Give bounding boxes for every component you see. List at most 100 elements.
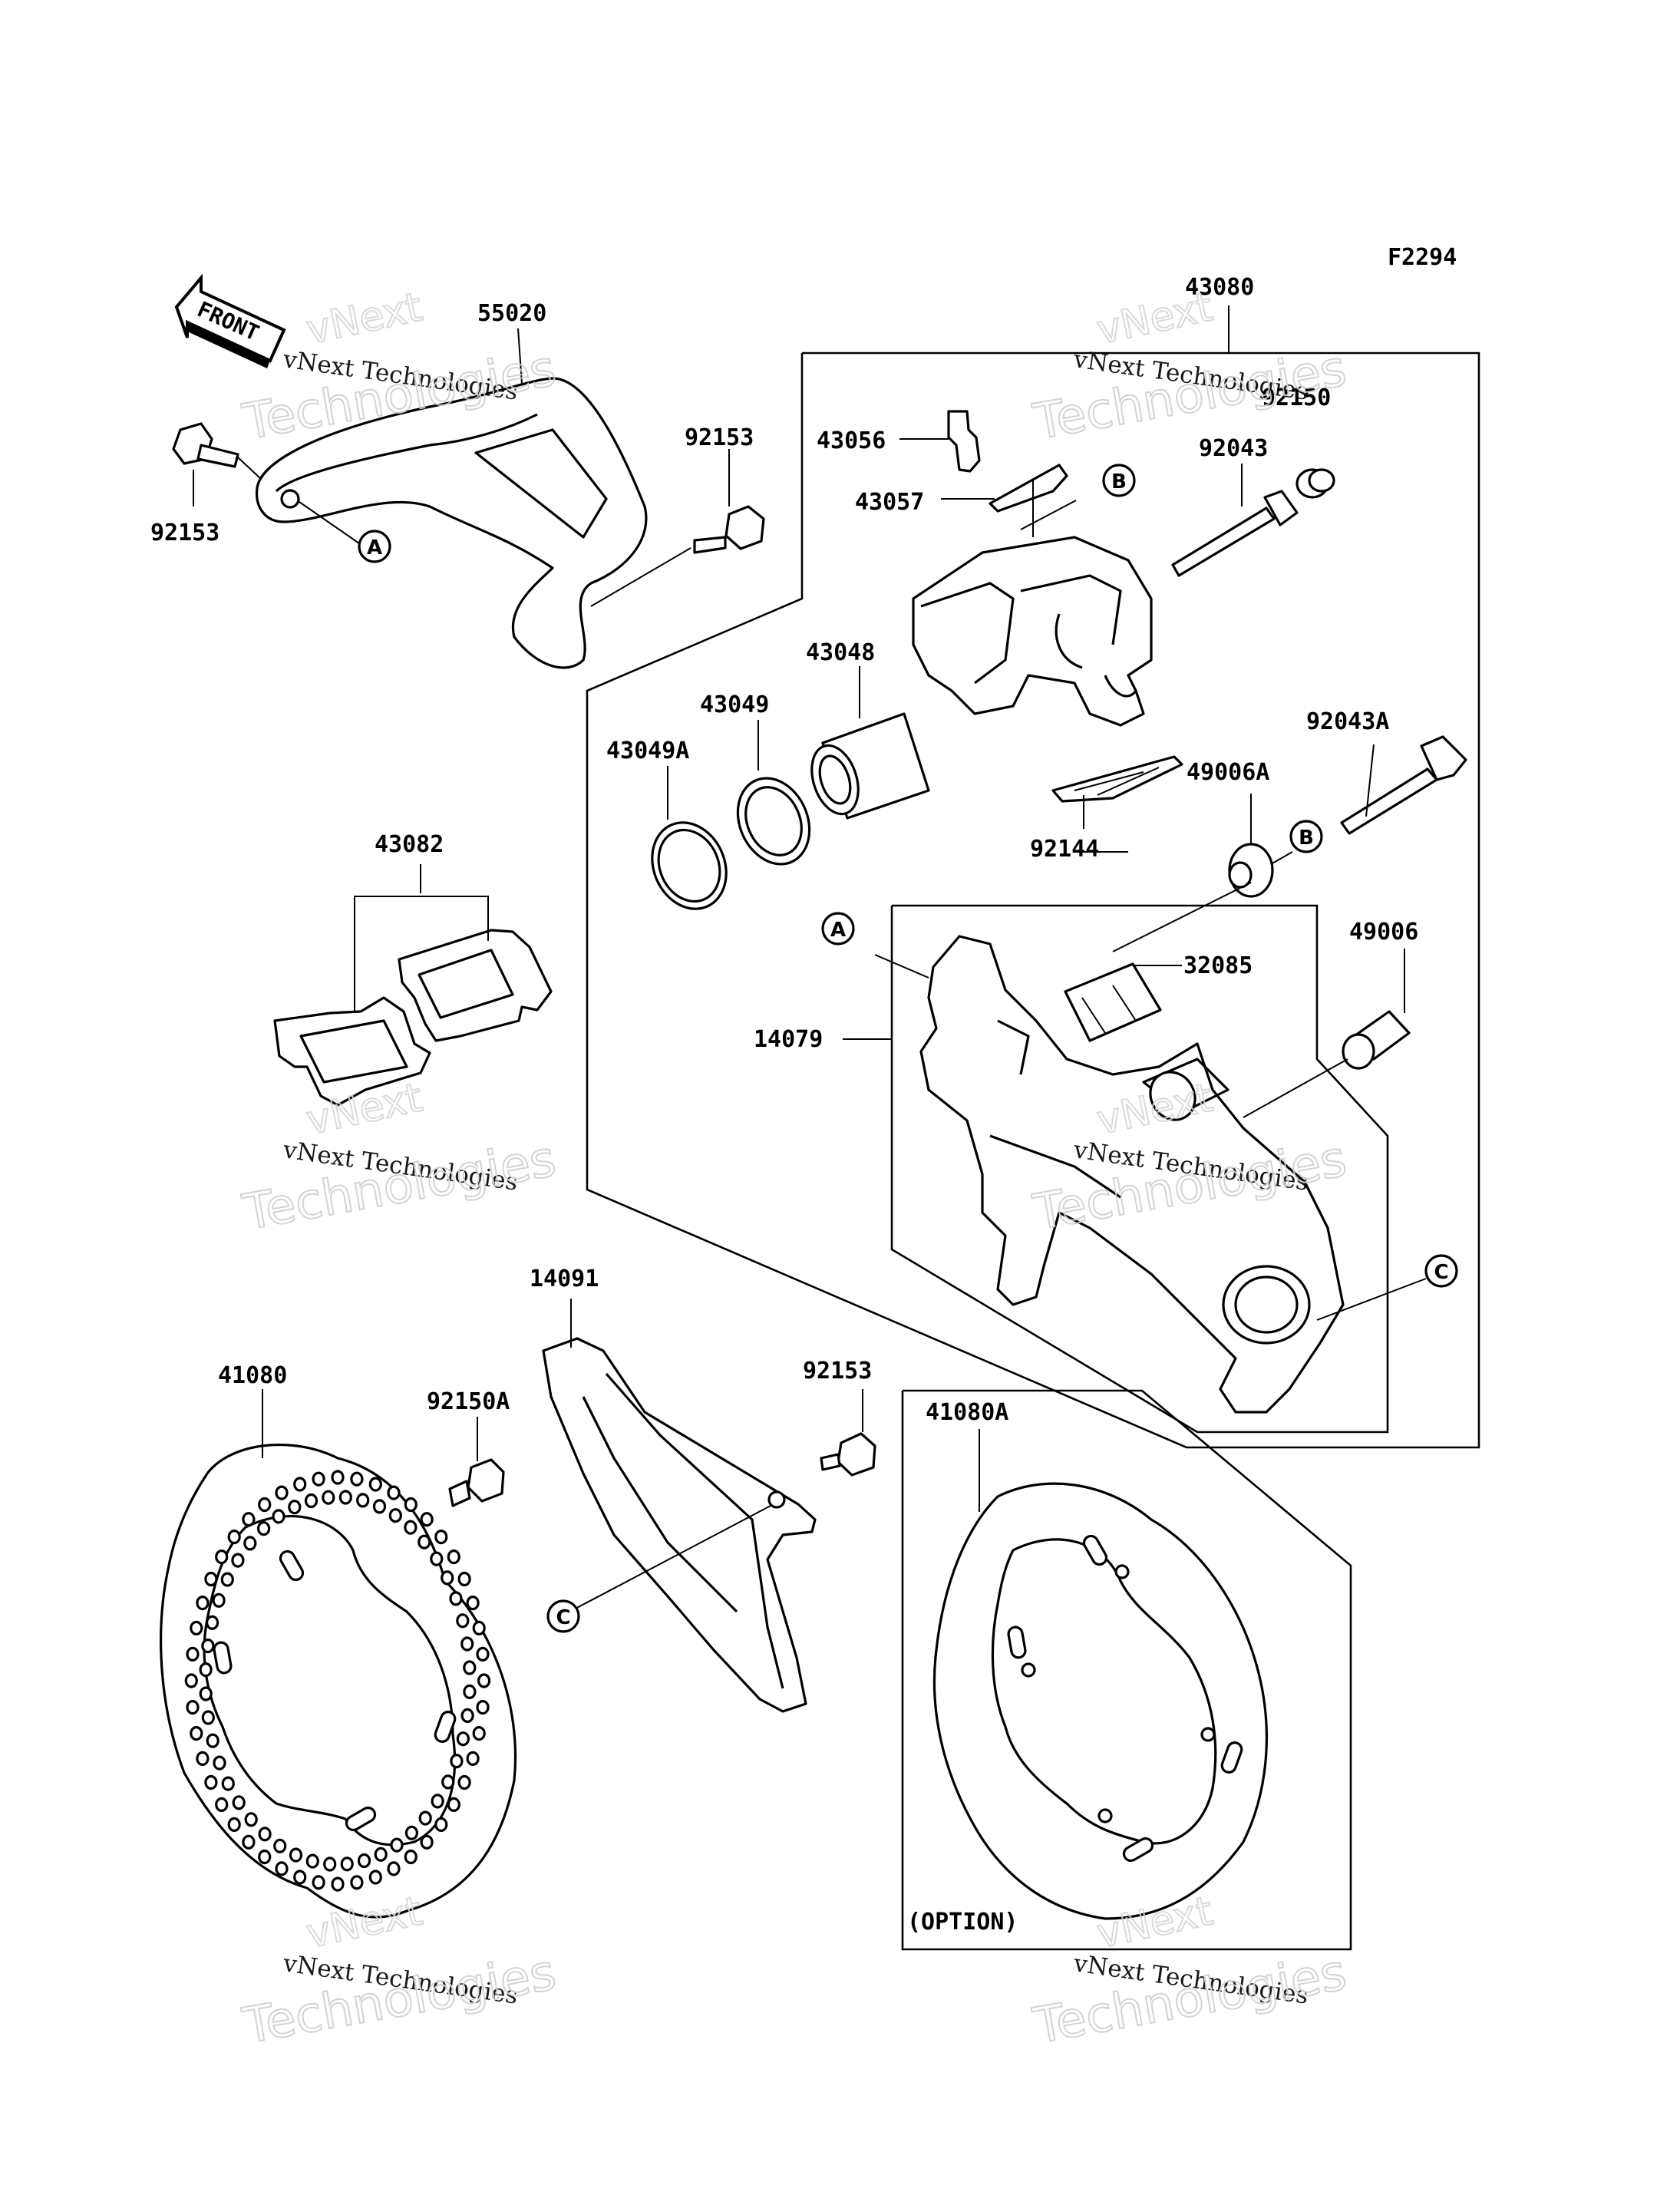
label-92153-lower: 92153: [803, 1358, 872, 1384]
disc-hole: [404, 1520, 418, 1535]
disc-hole: [215, 1549, 229, 1565]
disc-hole: [273, 1838, 287, 1853]
part-92150A-bolt: [448, 1458, 505, 1507]
callout-b-pin: B: [1289, 820, 1323, 853]
disc-hole: [293, 1477, 307, 1492]
label-92144: 92144: [1030, 836, 1099, 863]
svg-text:vNext: vNext: [302, 284, 426, 353]
disc-hole: [430, 1551, 444, 1566]
disc-hole: [357, 1853, 371, 1869]
disc-hole: [305, 1853, 319, 1869]
label-92153-center: 92153: [685, 424, 754, 451]
disc-hole: [463, 1660, 477, 1675]
disc-hole: [206, 1733, 219, 1748]
disc-hole: [204, 1571, 218, 1587]
disc-hole: [227, 1529, 241, 1545]
callout-c-guard: C: [546, 1599, 580, 1633]
disc-hole: [441, 1570, 454, 1586]
disc-hole: [231, 1553, 245, 1568]
front-arrow-icon: FRONT: [174, 273, 286, 368]
svg-text:A: A: [367, 536, 382, 559]
disc-hole: [331, 1470, 345, 1485]
disc-hole: [190, 1620, 203, 1635]
disc-hole: [199, 1686, 213, 1701]
label-92043: 92043: [1199, 435, 1268, 462]
disc-hole: [418, 1534, 431, 1549]
disc-hole: [275, 1861, 289, 1876]
disc-hole: [215, 1797, 229, 1812]
part-labels: 55020 92153 92153 43056 43057 43080 9215…: [150, 274, 1418, 1936]
watermark-3: vNext vNext Technologies Technologies: [238, 1074, 561, 1242]
disc-hole: [201, 1710, 215, 1725]
svg-text:C: C: [556, 1606, 570, 1629]
disc-hole: [212, 1592, 226, 1608]
label-92153-left: 92153: [150, 520, 219, 546]
disc-hole: [304, 1493, 319, 1509]
callout-c-bracket: C: [1424, 1254, 1458, 1288]
disc-hole: [275, 1485, 289, 1500]
disc-hole: [447, 1797, 460, 1812]
disc-hole: [404, 1825, 419, 1840]
caliper-bracket-frame: [890, 904, 1389, 1434]
leader-lines: [193, 305, 1427, 1611]
svg-text:C: C: [1434, 1261, 1448, 1284]
part-43048-piston: [810, 712, 930, 820]
disc-hole: [457, 1774, 471, 1790]
callout-b-caliper: B: [1102, 464, 1136, 497]
part-14079-bracket: [919, 935, 1345, 1414]
disc-hole: [340, 1856, 354, 1872]
disc-hole: [331, 1876, 345, 1892]
option-label: (OPTION): [907, 1909, 1018, 1936]
disc-hole: [221, 1776, 235, 1791]
disc-hole: [186, 1646, 200, 1662]
part-43082-pads: [273, 929, 553, 1107]
disc-hole: [457, 1571, 471, 1587]
label-43082: 43082: [375, 831, 444, 858]
disc-hole: [374, 1847, 388, 1862]
disc-hole: [388, 1508, 402, 1523]
disc-hole: [190, 1726, 203, 1741]
label-55020: 55020: [477, 300, 546, 327]
label-32085: 32085: [1183, 952, 1253, 979]
disc-slot: [434, 1711, 457, 1743]
disc-hole: [206, 1615, 219, 1630]
disc-hole: [356, 1493, 370, 1508]
disc-hole: [418, 1810, 432, 1826]
disc-hole: [322, 1490, 335, 1505]
disc-hole: [476, 1646, 490, 1662]
part-49006A-boot: [1228, 843, 1274, 898]
disc-hole: [466, 1751, 480, 1766]
disc-hole: [213, 1755, 226, 1771]
disc-hole: [258, 1497, 272, 1513]
label-49006A: 49006A: [1187, 759, 1269, 786]
disc-hole: [199, 1662, 213, 1678]
disc-hole: [368, 1870, 382, 1885]
disc-hole: [289, 1847, 303, 1863]
disc-hole: [450, 1754, 464, 1769]
label-92150A: 92150A: [427, 1388, 510, 1415]
part-43057-cap: [989, 464, 1068, 513]
disc-hole: [258, 1827, 272, 1842]
label-14079: 14079: [754, 1026, 823, 1053]
part-92153-bolt-center: [693, 505, 765, 554]
disc-hole: [466, 1596, 480, 1611]
part-49006-boot: [1342, 1010, 1411, 1070]
callouts: A A B B C C: [299, 464, 1458, 1633]
disc-hole: [312, 1875, 325, 1890]
disc-hole: [350, 1875, 364, 1890]
svg-text:B: B: [1111, 470, 1127, 493]
disc-hole: [288, 1500, 302, 1515]
disc-hole: [196, 1596, 210, 1611]
disc-hole: [390, 1837, 404, 1853]
disc-hole: [204, 1774, 218, 1790]
part-32085-clip: [1064, 962, 1162, 1042]
disc-hole: [449, 1591, 463, 1606]
disc-hole: [272, 1509, 286, 1524]
disc-hole: [244, 1812, 258, 1827]
label-49006: 49006: [1349, 919, 1418, 946]
label-14091: 14091: [530, 1266, 599, 1292]
disc-hole: [201, 1639, 215, 1654]
disc-slot: [345, 1806, 377, 1832]
disc-hole: [472, 1620, 486, 1635]
disc-hole: [420, 1512, 434, 1527]
